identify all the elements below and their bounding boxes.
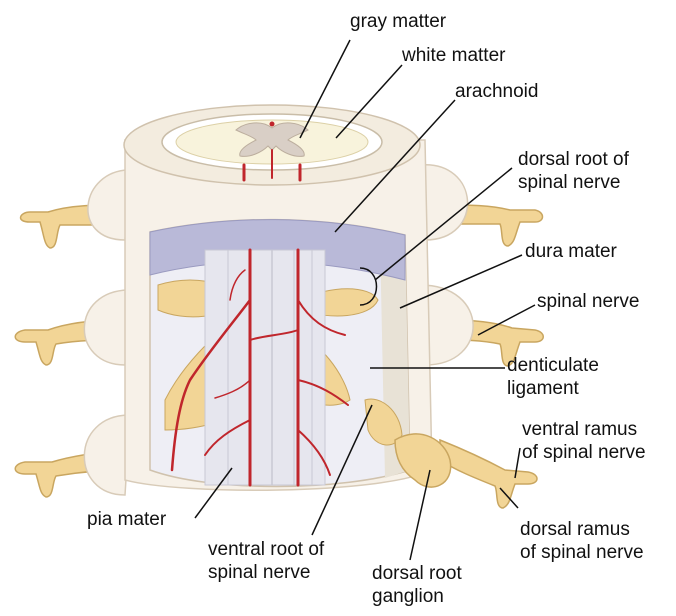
label-spinal-nerve: spinal nerve [537,290,639,313]
label-arachnoid: arachnoid [455,80,538,103]
label-dorsal-ramus: dorsal ramus of spinal nerve [520,518,644,564]
label-pia-mater: pia mater [87,508,166,531]
label-dorsal-root-line2: spinal nerve [518,171,629,194]
label-dorsal-ramus-line1: dorsal ramus [520,518,644,541]
label-pia-mater-text: pia mater [87,508,166,531]
label-white-matter-text: white matter [402,44,505,67]
label-denticulate-line2: ligament [507,377,599,400]
label-dura-mater: dura mater [525,240,617,263]
label-denticulate-line1: denticulate [507,354,599,377]
label-dorsal-root: dorsal root of spinal nerve [518,148,629,194]
label-dura-mater-text: dura mater [525,240,617,263]
label-ventral-root-line1: ventral root of [208,538,324,561]
label-gray-matter-text: gray matter [350,10,446,33]
label-ganglion-line2: ganglion [372,585,462,608]
label-dorsal-ramus-line2: of spinal nerve [520,541,644,564]
spinal-cord [205,250,325,485]
label-gray-matter: gray matter [350,10,446,33]
label-arachnoid-text: arachnoid [455,80,538,103]
label-spinal-nerve-text: spinal nerve [537,290,639,313]
label-ventral-ramus-line2: of spinal nerve [522,441,646,464]
label-white-matter: white matter [402,44,505,67]
label-ventral-ramus-line1: ventral ramus [522,418,646,441]
label-dorsal-root-line1: dorsal root of [518,148,629,171]
label-ventral-root: ventral root of spinal nerve [208,538,324,584]
label-ventral-ramus: ventral ramus of spinal nerve [522,418,646,464]
label-ganglion-line1: dorsal root [372,562,462,585]
label-ventral-root-line2: spinal nerve [208,561,324,584]
label-dorsal-root-ganglion: dorsal root ganglion [372,562,462,608]
label-denticulate-ligament: denticulate ligament [507,354,599,400]
